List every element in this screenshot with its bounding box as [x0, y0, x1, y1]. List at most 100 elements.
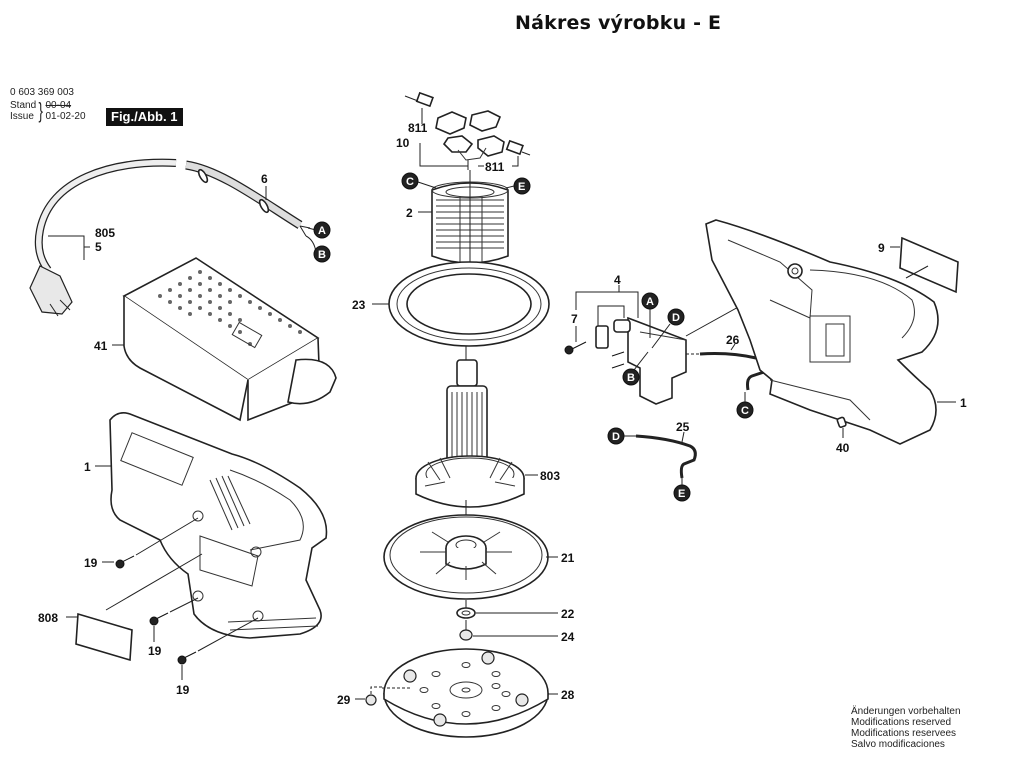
footer-note: Modifications reservees	[851, 728, 957, 739]
callout-label: 28	[561, 688, 575, 702]
stand-value-old: 00-04	[45, 100, 72, 111]
callout-label: 19	[148, 644, 162, 658]
callout-label: 10	[396, 136, 410, 150]
marker-a-switch: A	[641, 292, 659, 338]
callout-10: 10	[396, 136, 468, 167]
callout-label: 811	[408, 121, 428, 135]
svg-text:C: C	[741, 405, 749, 417]
callout-label: 5	[95, 240, 102, 254]
svg-text:A: A	[318, 225, 326, 237]
marker-a-cord: A	[307, 221, 331, 239]
callout-label: 2	[406, 206, 413, 220]
stand-issue-labels: Stand Issue	[10, 100, 36, 122]
fan-part[interactable]	[383, 500, 549, 600]
ring-part[interactable]	[388, 261, 550, 347]
callout-label: 19	[84, 556, 98, 570]
callout-22: 22	[476, 607, 575, 621]
issue-label: Issue	[10, 111, 34, 122]
callout-1-left: 1	[84, 460, 112, 474]
housing-right-part[interactable]	[705, 219, 939, 445]
callout-26: 26	[726, 333, 740, 351]
callout-label: 7	[571, 312, 578, 326]
callout-28: 28	[548, 688, 575, 702]
callout-19-b: 19	[148, 644, 162, 658]
callout-label: 1	[84, 460, 91, 474]
svg-text:C: C	[406, 176, 414, 188]
svg-text:B: B	[627, 372, 635, 384]
svg-text:B: B	[318, 249, 326, 261]
callout-label: 23	[352, 298, 366, 312]
callout-label: 811	[485, 160, 505, 174]
callout-19-a: 19	[84, 556, 114, 570]
stand-issue-values: 00-04 01-02-20	[46, 100, 86, 122]
callout-803: 803	[525, 469, 560, 483]
marker-b-switch: B	[622, 351, 649, 386]
callout-label: 9	[878, 241, 885, 255]
callout-label: 26	[726, 333, 740, 347]
housing-left-part[interactable]	[109, 412, 328, 639]
screw-19-b-part[interactable]	[149, 597, 199, 642]
nut-29-part[interactable]	[365, 686, 410, 706]
footer-notes: Änderungen vorbehalten Modifications res…	[851, 706, 961, 750]
callout-4: 4	[575, 273, 639, 326]
stand-label: Stand	[10, 100, 37, 111]
callout-label: 40	[836, 441, 850, 455]
marker-c-wire26: C	[736, 392, 754, 419]
callout-6: 6	[261, 172, 268, 200]
callout-label: 808	[38, 611, 58, 625]
svg-text:D: D	[672, 312, 680, 324]
callout-24: 24	[473, 630, 575, 644]
callout-811-b: 811	[478, 156, 519, 174]
brace-icon: }	[38, 98, 44, 123]
wire-25-part[interactable]	[635, 434, 697, 479]
power-cord-part[interactable]	[29, 158, 311, 317]
callout-21: 21	[546, 551, 575, 565]
callout-2: 2	[406, 206, 432, 220]
callout-9: 9	[878, 241, 900, 255]
callout-label: 29	[337, 693, 351, 707]
screw-19-a-part[interactable]	[115, 517, 199, 569]
callout-label: 25	[676, 420, 690, 434]
svg-text:D: D	[612, 431, 620, 443]
switch-part[interactable]	[564, 316, 687, 405]
svg-text:A: A	[646, 296, 654, 308]
marker-d-wire25: D	[607, 427, 636, 445]
part-number: 0 603 369 003	[10, 87, 74, 98]
callout-805-5: 805 5	[48, 226, 115, 260]
armature-part[interactable]	[415, 346, 525, 508]
plug-40-part[interactable]	[836, 416, 847, 438]
footer-note: Salvo modificaciones	[851, 739, 945, 750]
sanding-pad-part[interactable]	[383, 648, 549, 738]
callout-19-c: 19	[176, 683, 190, 697]
marker-e-stator: E	[505, 177, 531, 195]
callout-1-right: 1	[937, 396, 967, 410]
callout-label: 4	[614, 273, 621, 287]
callout-label: 19	[176, 683, 190, 697]
svg-text:E: E	[518, 181, 525, 193]
marker-c-stator: C	[401, 172, 437, 190]
washer-part[interactable]	[456, 600, 476, 619]
callout-label: 22	[561, 607, 575, 621]
marker-e-wire25: E	[673, 478, 691, 502]
callout-label: 803	[540, 469, 560, 483]
callout-7: 7	[571, 312, 578, 342]
callout-label: 24	[561, 630, 575, 644]
nameplate-808-part[interactable]	[75, 553, 203, 662]
screw-24-part[interactable]	[459, 620, 473, 641]
screw-19-c-part[interactable]	[177, 617, 259, 680]
document-header: 0 603 369 003 Stand Issue } 00-04 01-02-…	[10, 87, 86, 122]
dust-box-part[interactable]	[122, 257, 337, 422]
wire-26-part[interactable]	[686, 352, 767, 391]
callout-label: 21	[561, 551, 575, 565]
label-9-part[interactable]	[899, 236, 959, 294]
stator-part[interactable]	[431, 170, 509, 300]
stand-issue-block: Stand Issue } 00-04 01-02-20	[10, 98, 86, 123]
callout-label: 1	[960, 396, 967, 410]
svg-text:E: E	[678, 488, 685, 500]
callout-29: 29	[337, 693, 365, 707]
figure-label: Fig./Abb. 1	[106, 108, 184, 126]
brush-holder-part[interactable]	[404, 91, 531, 170]
callout-label: 41	[94, 339, 108, 353]
marker-b-cord: B	[305, 235, 331, 263]
